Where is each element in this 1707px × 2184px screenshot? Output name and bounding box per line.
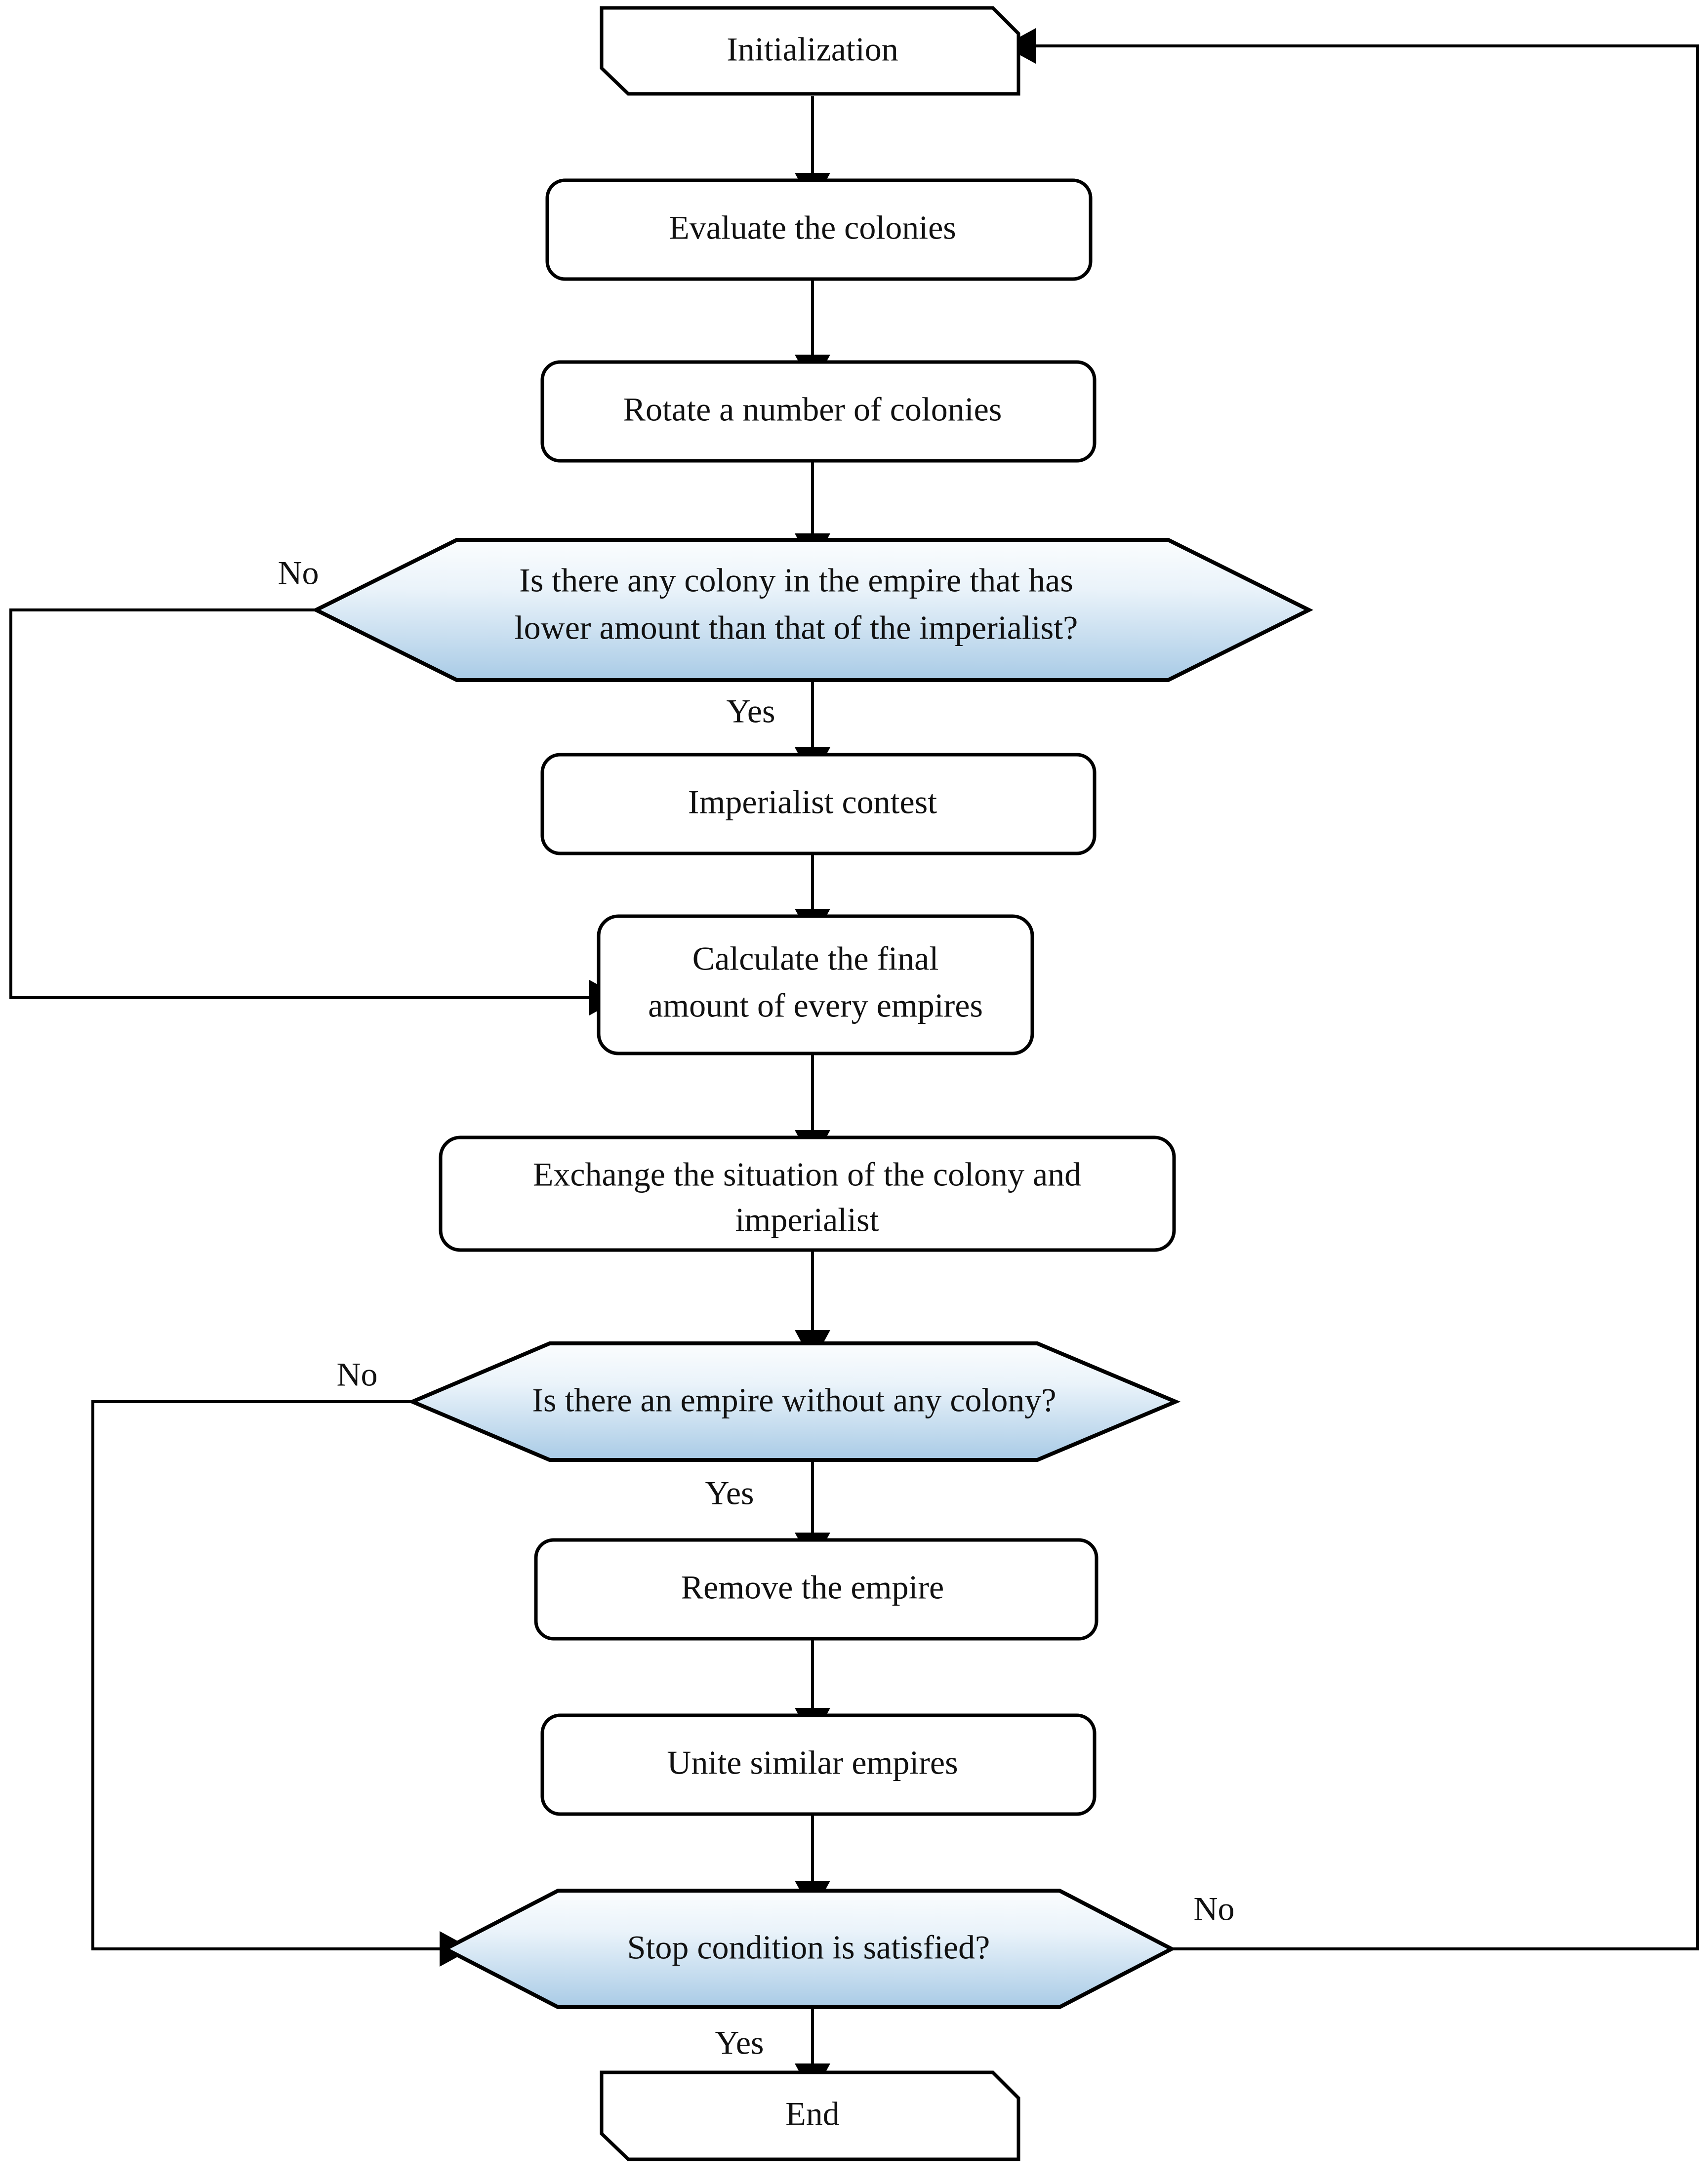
- evaluate-label: Evaluate the colonies: [669, 209, 956, 246]
- exchange-shape: [439, 1135, 1176, 1252]
- node-exchange-situation[interactable]: Exchange the situation of the colony and…: [439, 1135, 1176, 1252]
- exchange-label-line2: imperialist: [735, 1201, 879, 1239]
- node-end[interactable]: End: [600, 2070, 1020, 2161]
- node-decision-stop-condition[interactable]: Stop condition is satisfied?: [441, 1889, 1176, 2009]
- edge-dec1-no-to-calculate: [9, 608, 622, 1015]
- decision2-shape: [407, 1341, 1181, 1462]
- initialization-shape: [600, 6, 1020, 96]
- node-decision-empire-without-colony[interactable]: Is there an empire without any colony?: [407, 1341, 1181, 1462]
- edge-label-dec3-yes: Yes: [715, 2024, 764, 2062]
- remove-shape: [534, 1538, 1098, 1641]
- edge-label-dec1-no: No: [278, 554, 319, 592]
- decision2-label: Is there an empire without any colony?: [532, 1381, 1056, 1419]
- decision1-shape: [312, 538, 1313, 682]
- calculate-shape: [597, 914, 1034, 1055]
- calculate-label-line1: Calculate the final: [692, 940, 938, 977]
- node-evaluate-the-colonies[interactable]: Evaluate the colonies: [545, 178, 1093, 281]
- edge-dec2-no-to-dec3: [91, 1400, 472, 1967]
- node-rotate-a-number-of-colonies[interactable]: Rotate a number of colonies: [540, 360, 1097, 463]
- decision3-shape: [441, 1889, 1176, 2009]
- edge-dec3-no-to-start: [1003, 28, 1699, 1950]
- edge-label-dec2-no: No: [336, 1356, 377, 1393]
- edge-label-dec3-no: No: [1193, 1890, 1234, 1928]
- node-calculate-final-amount[interactable]: Calculate the final amount of every empi…: [597, 914, 1034, 1055]
- edge-label-dec2-yes: Yes: [705, 1474, 754, 1512]
- decision1-label-line1: Is there any colony in the empire that h…: [519, 562, 1073, 599]
- rotate-label: Rotate a number of colonies: [623, 391, 1002, 428]
- unite-shape: [540, 1713, 1097, 1816]
- initialization-label: Initialization: [727, 31, 898, 68]
- contest-shape: [540, 753, 1097, 855]
- end-shape: [600, 2070, 1020, 2161]
- remove-label: Remove the empire: [681, 1569, 944, 1606]
- decision3-label: Stop condition is satisfied?: [627, 1929, 990, 1966]
- evaluate-shape: [545, 178, 1093, 281]
- end-label: End: [785, 2095, 840, 2133]
- node-initialization[interactable]: Initialization: [600, 6, 1020, 96]
- rotate-shape: [540, 360, 1097, 463]
- node-decision-colony-lower-amount[interactable]: Is there any colony in the empire that h…: [312, 538, 1313, 682]
- node-unite-similar-empires[interactable]: Unite similar empires: [540, 1713, 1097, 1816]
- calculate-label-line2: amount of every empires: [648, 987, 983, 1024]
- decision1-label-line2: lower amount than that of the imperialis…: [515, 609, 1078, 647]
- unite-label: Unite similar empires: [667, 1744, 958, 1781]
- node-imperialist-contest[interactable]: Imperialist contest: [540, 753, 1097, 855]
- exchange-label-line1: Exchange the situation of the colony and: [533, 1156, 1081, 1193]
- contest-label: Imperialist contest: [688, 783, 937, 821]
- node-remove-the-empire[interactable]: Remove the empire: [534, 1538, 1098, 1641]
- edge-label-dec1-yes: Yes: [727, 692, 775, 730]
